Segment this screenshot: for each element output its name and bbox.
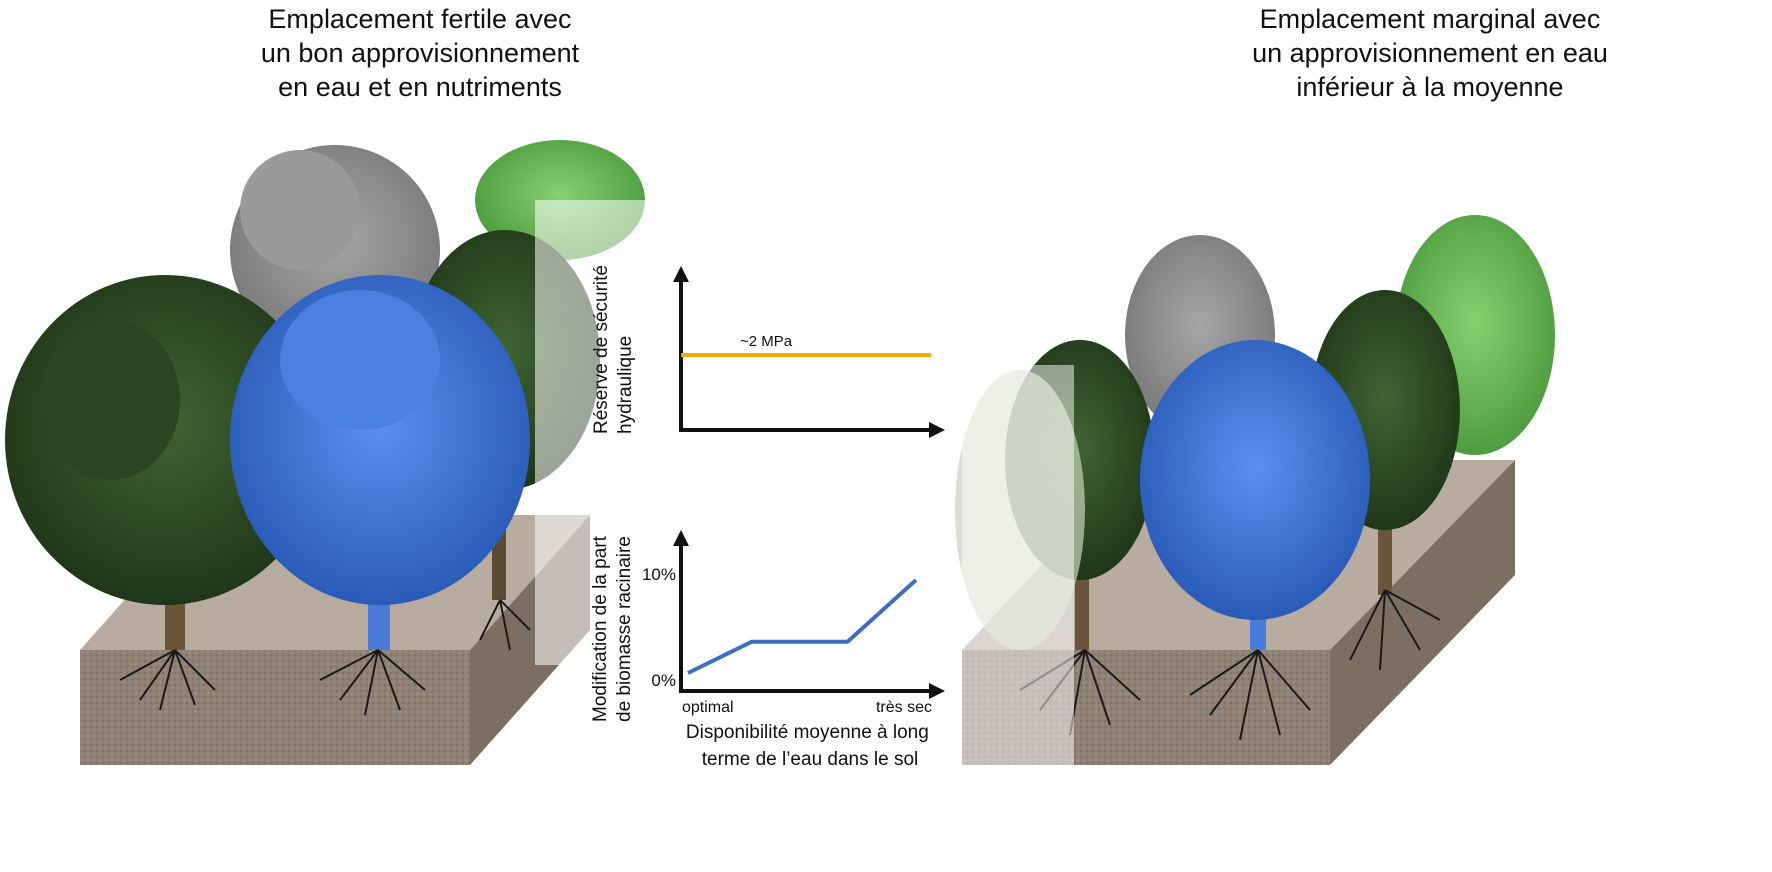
soil-front (80, 650, 470, 765)
y-axis-arrow (673, 530, 689, 546)
soil-side (1330, 460, 1515, 765)
safety-annotation: ~2 MPa (740, 333, 793, 350)
biomass-ylabel: Modification de la part de biomasse raci… (590, 531, 635, 722)
x-tick-label-tres-sec: très sec (876, 699, 932, 716)
biomass-series-line (687, 578, 918, 675)
chart-root-biomass: 10% 0% optimal très sec Modification de … (590, 530, 945, 770)
biomass-ylabel-line-2: de biomasse racinaire (614, 536, 635, 722)
x-axis-arrow (929, 683, 945, 699)
overlay-panel (955, 365, 1085, 765)
biomass-xlabel-line-2: terme de l’eau dans le sol (702, 749, 919, 770)
chart-hydraulic-safety: ~2 MPa Réserve de sécurité hydraulique (591, 260, 945, 438)
safety-ylabel-line-1: Réserve de sécurité (591, 265, 612, 434)
left-panel-title: Emplacement fertile avec un bon approvis… (260, 4, 580, 102)
y-tick-label-0: 0% (651, 671, 676, 690)
biomass-xlabel: Disponibilité moyenne à long terme de l’… (686, 722, 934, 770)
x-tick-label-optimal: optimal (682, 699, 734, 716)
y-tick-label-10: 10% (642, 565, 676, 584)
roots-left (119, 599, 531, 716)
safety-ylabel: Réserve de sécurité hydraulique (591, 260, 636, 434)
x-axis-arrow (929, 422, 945, 438)
biomass-ylabel-line-1: Modification de la part (590, 535, 611, 722)
right-panel-title: Emplacement marginal avec un approvision… (1252, 4, 1608, 102)
blue-tree (230, 275, 530, 650)
right-scene (955, 215, 1555, 765)
biomass-xlabel-line-1: Disponibilité moyenne à long (686, 722, 929, 743)
safety-ylabel-line-2: hydraulique (615, 336, 636, 434)
overlay-panel (535, 200, 695, 665)
y-axis-arrow (673, 266, 689, 282)
left-scene (5, 140, 695, 765)
dark-tree-left (5, 275, 325, 650)
blue-tree (1140, 340, 1370, 650)
